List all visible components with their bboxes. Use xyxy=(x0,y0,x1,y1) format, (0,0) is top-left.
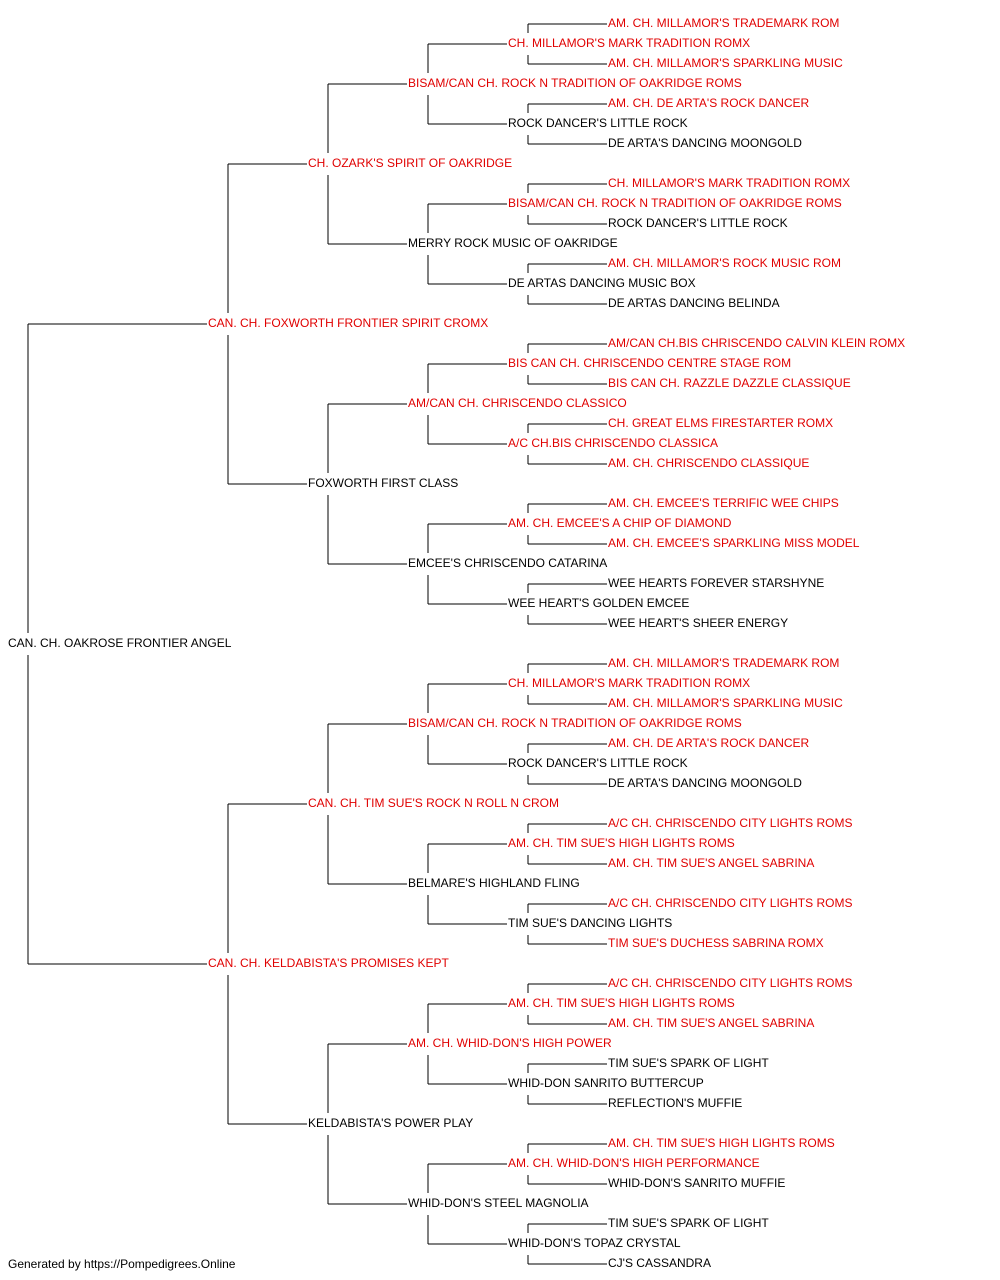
gg-grandparent-name: WHID-DON'S TOPAZ CRYSTAL xyxy=(508,1236,681,1250)
gg-grandparent-name: BISAM/CAN CH. ROCK N TRADITION OF OAKRID… xyxy=(508,196,842,210)
ggg-grandparent-name: AM. CH. MILLAMOR'S ROCK MUSIC ROM xyxy=(608,256,841,270)
parent-name: CAN. CH. KELDABISTA'S PROMISES KEPT xyxy=(208,956,449,970)
grandparent-name: CAN. CH. TIM SUE'S ROCK N ROLL N CROM xyxy=(308,796,559,810)
ggg-grandparent-name: TIM SUE'S DUCHESS SABRINA ROMX xyxy=(608,936,824,950)
ggg-grandparent-name: TIM SUE'S SPARK OF LIGHT xyxy=(608,1216,769,1230)
ggg-grandparent-name: AM. CH. MILLAMOR'S TRADEMARK ROM xyxy=(608,656,839,670)
gg-grandparent-name: AM. CH. WHID-DON'S HIGH PERFORMANCE xyxy=(508,1156,760,1170)
grandparent-name: KELDABISTA'S POWER PLAY xyxy=(308,1116,473,1130)
ggg-grandparent-name: CH. MILLAMOR'S MARK TRADITION ROMX xyxy=(608,176,850,190)
gg-grandparent-name: WEE HEART'S GOLDEN EMCEE xyxy=(508,596,689,610)
ggg-grandparent-name: AM. CH. DE ARTA'S ROCK DANCER xyxy=(608,96,810,110)
ggg-grandparent-name: AM. CH. DE ARTA'S ROCK DANCER xyxy=(608,736,810,750)
ggg-grandparent-name: A/C CH. CHRISCENDO CITY LIGHTS ROMS xyxy=(608,976,852,990)
ggg-grandparent-name: A/C CH. CHRISCENDO CITY LIGHTS ROMS xyxy=(608,816,852,830)
ggg-grandparent-name: AM/CAN CH.BIS CHRISCENDO CALVIN KLEIN RO… xyxy=(608,336,905,350)
ggg-grandparent-name: CH. GREAT ELMS FIRESTARTER ROMX xyxy=(608,416,833,430)
ggg-grandparent-name: AM. CH. MILLAMOR'S SPARKLING MUSIC xyxy=(608,696,843,710)
gg-grandparent-name: ROCK DANCER'S LITTLE ROCK xyxy=(508,756,688,770)
gg-grandparent-name: BIS CAN CH. CHRISCENDO CENTRE STAGE ROM xyxy=(508,356,791,370)
great-grandparent-name: WHID-DON'S STEEL MAGNOLIA xyxy=(408,1196,589,1210)
gg-grandparent-name: TIM SUE'S DANCING LIGHTS xyxy=(508,916,672,930)
ggg-grandparent-name: REFLECTION'S MUFFIE xyxy=(608,1096,742,1110)
gg-grandparent-name: A/C CH.BIS CHRISCENDO CLASSICA xyxy=(508,436,718,450)
ggg-grandparent-name: TIM SUE'S SPARK OF LIGHT xyxy=(608,1056,769,1070)
great-grandparent-name: AM/CAN CH. CHRISCENDO CLASSICO xyxy=(408,396,627,410)
gg-grandparent-name: AM. CH. TIM SUE'S HIGH LIGHTS ROMS xyxy=(508,836,735,850)
ggg-grandparent-name: AM. CH. EMCEE'S TERRIFIC WEE CHIPS xyxy=(608,496,839,510)
footer-credit: Generated by https://Pompedigrees.Online xyxy=(8,1257,236,1271)
great-grandparent-name: BISAM/CAN CH. ROCK N TRADITION OF OAKRID… xyxy=(408,76,742,90)
gg-grandparent-name: ROCK DANCER'S LITTLE ROCK xyxy=(508,116,688,130)
ggg-grandparent-name: AM. CH. TIM SUE'S ANGEL SABRINA xyxy=(608,856,814,870)
parent-name: CAN. CH. FOXWORTH FRONTIER SPIRIT CROMX xyxy=(208,316,488,330)
grandparent-name: FOXWORTH FIRST CLASS xyxy=(308,476,458,490)
great-grandparent-name: EMCEE'S CHRISCENDO CATARINA xyxy=(408,556,607,570)
gg-grandparent-name: DE ARTAS DANCING MUSIC BOX xyxy=(508,276,696,290)
gg-grandparent-name: AM. CH. EMCEE'S A CHIP OF DIAMOND xyxy=(508,516,732,530)
ggg-grandparent-name: AM. CH. TIM SUE'S HIGH LIGHTS ROMS xyxy=(608,1136,835,1150)
ggg-grandparent-name: AM. CH. TIM SUE'S ANGEL SABRINA xyxy=(608,1016,814,1030)
gg-grandparent-name: CH. MILLAMOR'S MARK TRADITION ROMX xyxy=(508,676,750,690)
gg-grandparent-name: AM. CH. TIM SUE'S HIGH LIGHTS ROMS xyxy=(508,996,735,1010)
ggg-grandparent-name: WHID-DON'S SANRITO MUFFIE xyxy=(608,1176,785,1190)
ggg-grandparent-name: DE ARTA'S DANCING MOONGOLD xyxy=(608,776,802,790)
grandparent-name: CH. OZARK'S SPIRIT OF OAKRIDGE xyxy=(308,156,512,170)
ggg-grandparent-name: WEE HEARTS FOREVER STARSHYNE xyxy=(608,576,824,590)
great-grandparent-name: MERRY ROCK MUSIC OF OAKRIDGE xyxy=(408,236,618,250)
ggg-grandparent-name: AM. CH. MILLAMOR'S TRADEMARK ROM xyxy=(608,16,839,30)
subject-name: CAN. CH. OAKROSE FRONTIER ANGEL xyxy=(8,636,232,650)
great-grandparent-name: BELMARE'S HIGHLAND FLING xyxy=(408,876,580,890)
ggg-grandparent-name: AM. CH. MILLAMOR'S SPARKLING MUSIC xyxy=(608,56,843,70)
ggg-grandparent-name: AM. CH. EMCEE'S SPARKLING MISS MODEL xyxy=(608,536,860,550)
ggg-grandparent-name: AM. CH. CHRISCENDO CLASSIQUE xyxy=(608,456,809,470)
gg-grandparent-name: CH. MILLAMOR'S MARK TRADITION ROMX xyxy=(508,36,750,50)
ggg-grandparent-name: BIS CAN CH. RAZZLE DAZZLE CLASSIQUE xyxy=(608,376,851,390)
ggg-grandparent-name: CJ'S CASSANDRA xyxy=(608,1256,711,1270)
ggg-grandparent-name: ROCK DANCER'S LITTLE ROCK xyxy=(608,216,788,230)
great-grandparent-name: BISAM/CAN CH. ROCK N TRADITION OF OAKRID… xyxy=(408,716,742,730)
ggg-grandparent-name: A/C CH. CHRISCENDO CITY LIGHTS ROMS xyxy=(608,896,852,910)
ggg-grandparent-name: DE ARTAS DANCING BELINDA xyxy=(608,296,780,310)
ggg-grandparent-name: WEE HEART'S SHEER ENERGY xyxy=(608,616,788,630)
gg-grandparent-name: WHID-DON SANRITO BUTTERCUP xyxy=(508,1076,704,1090)
great-grandparent-name: AM. CH. WHID-DON'S HIGH POWER xyxy=(408,1036,612,1050)
ggg-grandparent-name: DE ARTA'S DANCING MOONGOLD xyxy=(608,136,802,150)
